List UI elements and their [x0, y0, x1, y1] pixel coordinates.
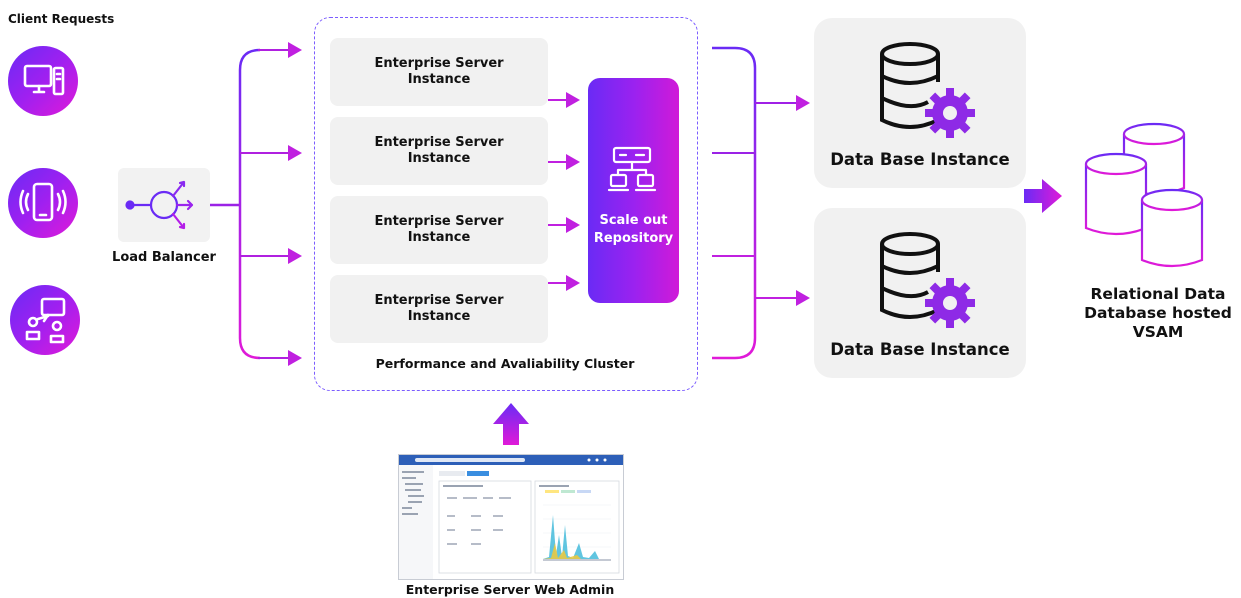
- mobile-phone-icon: [8, 168, 78, 238]
- instance-label: Enterprise Server Instance: [374, 135, 504, 166]
- load-balancer-label: Load Balancer: [112, 250, 216, 265]
- instance-to-repo-arrows: [548, 92, 580, 291]
- desktop-computer-icon: [8, 46, 78, 116]
- load-balancer-box: [118, 168, 210, 242]
- database-instance-box: [814, 208, 1026, 378]
- enterprise-server-instance: Enterprise Server Instance: [330, 275, 548, 343]
- load-balancer-icon: [125, 180, 194, 230]
- performance-cluster: [314, 17, 698, 391]
- database-stack-icon: [1084, 122, 1204, 268]
- enterprise-server-instance: Enterprise Server Instance: [330, 38, 548, 106]
- enterprise-server-instance: Enterprise Server Instance: [330, 196, 548, 264]
- relational-data-label: Relational Data Database hosted VSAM: [1084, 285, 1232, 341]
- web-admin-screenshot: [398, 454, 624, 580]
- scale-out-repository: [588, 78, 679, 303]
- enterprise-server-instance: Enterprise Server Instance: [330, 117, 548, 185]
- network-server-icon: [607, 146, 657, 192]
- instance-label: Enterprise Server Instance: [374, 214, 504, 245]
- database-instance-label: Data Base Instance: [830, 340, 1010, 359]
- database-gear-icon: [880, 42, 975, 138]
- fan-out-arrows: [240, 42, 302, 366]
- instance-label: Enterprise Server Instance: [374, 293, 504, 324]
- client-requests-title: Client Requests: [8, 12, 115, 26]
- cluster-label: Performance and Avaliability Cluster: [375, 356, 635, 371]
- instance-label: Enterprise Server Instance: [374, 56, 504, 87]
- user-flow-icon: [10, 285, 80, 355]
- database-gear-icon: [880, 232, 975, 328]
- web-admin-label: Enterprise Server Web Admin: [405, 582, 615, 597]
- repository-label: Scale out Repository: [593, 213, 674, 246]
- database-instance-label: Data Base Instance: [830, 150, 1010, 169]
- database-instance-box: [814, 18, 1026, 188]
- admin-up-arrow: [493, 403, 529, 445]
- to-relational-arrow: [1024, 179, 1062, 213]
